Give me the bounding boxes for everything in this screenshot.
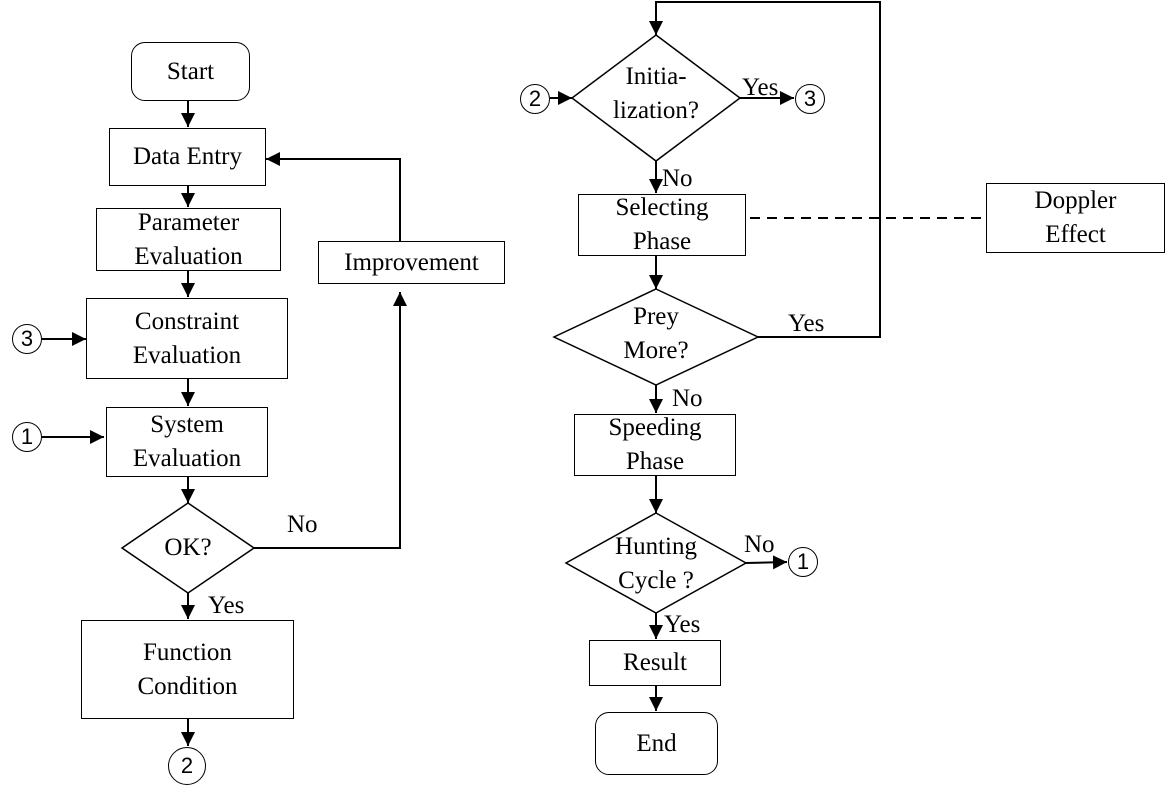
parameter-evaluation-box: Parameter Evaluation	[96, 208, 281, 271]
init-no-label: No	[662, 165, 693, 192]
ok-decision-shape	[120, 502, 256, 594]
end-terminal: End	[595, 712, 718, 775]
start-terminal: Start	[131, 42, 250, 101]
connector-1-right: 1	[788, 547, 818, 577]
connector-2-right: 2	[520, 84, 550, 114]
ok-decision-label: OK?	[164, 534, 212, 561]
connector-2-bottom: 2	[168, 747, 206, 785]
arrow-prey-yes-loop	[649, 1, 881, 338]
arrow-improvement-to-data-entry	[266, 152, 401, 241]
connector-1-left: 1	[12, 422, 42, 452]
hunting-yes-label: Yes	[664, 611, 701, 638]
hunting-no-label: No	[744, 531, 775, 558]
function-condition-box: Function Condition	[81, 620, 294, 719]
data-entry-box: Data Entry	[109, 128, 266, 186]
connector-3-left: 3	[12, 324, 42, 354]
ok-yes-label: Yes	[208, 592, 245, 619]
constraint-evaluation-box: Constraint Evaluation	[86, 298, 288, 379]
initialization-decision-label: Initia- lization?	[612, 63, 700, 124]
system-evaluation-box: System Evaluation	[106, 407, 268, 477]
result-box: Result	[589, 640, 721, 686]
connector-3-right: 3	[795, 84, 825, 114]
arrow-hunting-no-to-connector1	[745, 555, 788, 570]
initialization-decision-shape	[570, 34, 742, 162]
prey-no-label: No	[672, 385, 703, 412]
selecting-phase-box: Selecting Phase	[578, 194, 746, 256]
speeding-phase-box: Speeding Phase	[574, 414, 736, 476]
prey-more-decision-label: Prey More?	[623, 303, 689, 364]
prey-yes-label: Yes	[788, 310, 825, 337]
init-yes-label: Yes	[742, 74, 779, 101]
improvement-box: Improvement	[318, 241, 505, 284]
arrow-ok-no-to-improvement	[254, 292, 407, 549]
ok-no-label: No	[287, 511, 318, 538]
hunting-cycle-decision-label: Hunting Cycle ?	[615, 533, 697, 594]
doppler-effect-box: Doppler Effect	[986, 183, 1165, 253]
hunting-cycle-decision-shape	[564, 512, 748, 614]
prey-more-decision-shape	[552, 288, 760, 386]
